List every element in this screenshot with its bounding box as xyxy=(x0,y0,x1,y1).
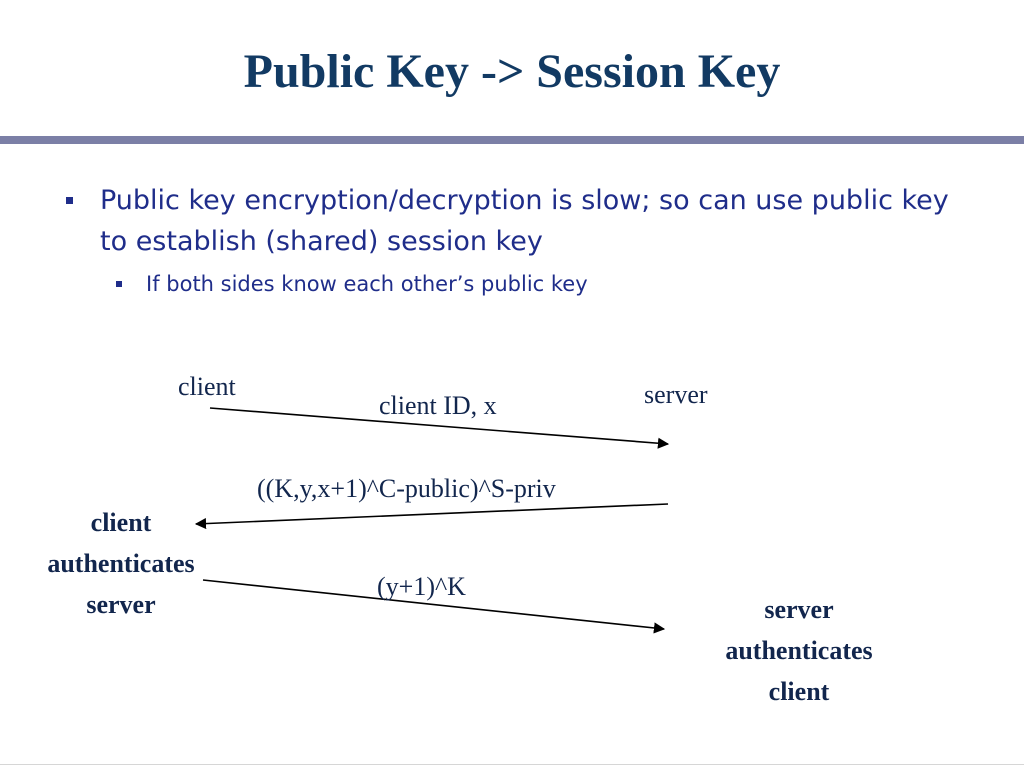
slide-title: Public Key -> Session Key xyxy=(243,45,781,98)
message-label-3: (y+1)^K xyxy=(377,572,466,601)
server-result-line-2: authenticates xyxy=(725,636,873,665)
message-arrow-3 xyxy=(202,579,666,634)
server-label: server xyxy=(644,380,708,409)
client-label: client xyxy=(178,372,236,401)
bullet-marker-icon xyxy=(66,197,73,204)
server-result-line-3: client xyxy=(768,677,830,706)
bullet-level-1: Public key encryption/decryption is slow… xyxy=(100,185,949,257)
footer-divider xyxy=(0,764,1024,765)
server-result-line-1: server xyxy=(764,595,834,624)
sub-bullet-marker-icon xyxy=(116,281,122,287)
client-result-line-1: client xyxy=(90,508,152,537)
message-label-1: client ID, x xyxy=(379,391,497,420)
title-divider xyxy=(0,136,1024,144)
client-authenticates-server-note: client authenticates server xyxy=(10,502,232,625)
client-result-line-2: authenticates xyxy=(47,549,195,578)
server-authenticates-client-note: server authenticates client xyxy=(688,589,910,712)
message-arrow-1 xyxy=(209,407,670,449)
message-arrow-2 xyxy=(194,503,669,530)
client-result-line-3: server xyxy=(86,590,156,619)
bullet-level-2: If both sides know each other’s public k… xyxy=(146,272,588,296)
message-label-2: ((K,y,x+1)^C-public)^S-priv xyxy=(257,474,556,503)
